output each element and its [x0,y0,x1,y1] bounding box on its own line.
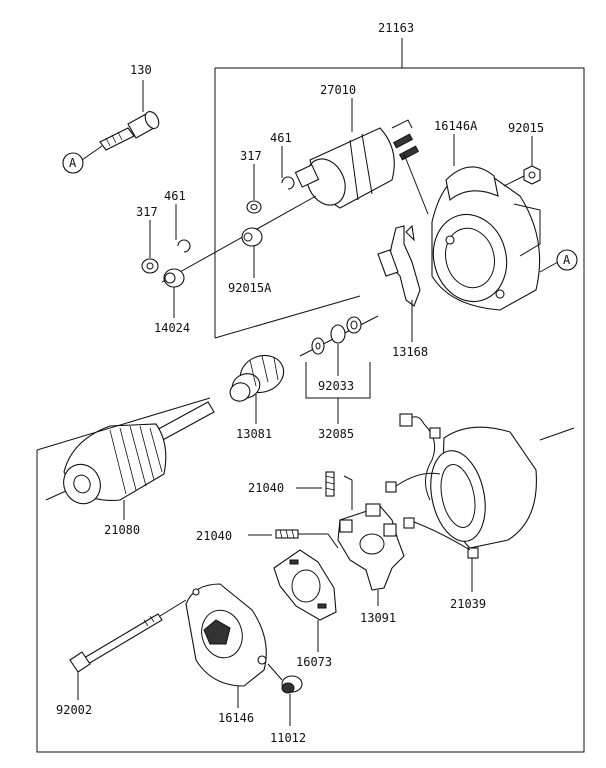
label-317-lower: 317 [136,205,158,219]
nut-92015 [523,165,541,185]
label-21080: 21080 [104,523,140,537]
pinion-gear-13081 [229,354,285,402]
label-14024: 14024 [154,321,190,335]
reference-circle-a-right: A [556,249,578,271]
label-317-upper: 317 [240,149,262,163]
label-461-upper: 461 [270,131,292,145]
yoke-21039 [385,413,575,559]
cap-14024 [163,268,185,288]
reference-mark-a-left: A [69,156,77,170]
cap-11012 [281,675,303,694]
brush-holder-13091 [337,503,405,591]
nut-317-lower [141,258,159,274]
label-92033: 92033 [318,379,354,393]
assembly-label: 21163 [378,21,414,35]
end-cover-16146 [185,583,267,687]
label-11012: 11012 [270,731,306,745]
armature-21080 [45,401,215,505]
spring-21040-lower [275,529,299,539]
label-21040-upper: 21040 [248,481,284,495]
nut-317-upper [246,200,262,214]
nut-92015A [241,227,263,247]
solenoid-27010 [294,119,420,209]
reference-mark-a-right: A [563,253,571,267]
label-92015A: 92015A [228,281,272,295]
washer-set-92033 [299,315,379,357]
label-16073: 16073 [296,655,332,669]
assembly-outline [36,38,585,753]
clip-461-lower [177,239,191,253]
lever-13168 [377,224,421,307]
label-16146: 16146 [218,711,254,725]
spring-21040-upper [325,471,335,497]
through-bolt-92002 [69,599,187,673]
plate-16073 [273,549,337,621]
label-27010: 27010 [320,83,356,97]
label-92002: 92002 [56,703,92,717]
label-461-lower: 461 [164,189,186,203]
bracket-32085 [305,362,371,424]
bolt-130 [99,111,160,151]
label-21040-lower: 21040 [196,529,232,543]
clip-461-upper [281,176,295,190]
label-13168: 13168 [392,345,428,359]
housing-16146A [431,166,541,311]
label-130: 130 [130,63,152,77]
label-92015: 92015 [508,121,544,135]
label-13081: 13081 [236,427,272,441]
label-32085: 32085 [318,427,354,441]
reference-circle-a-left: A [62,152,84,174]
label-16146A: 16146A [434,119,478,133]
label-21039: 21039 [450,597,486,611]
label-13091: 13091 [360,611,396,625]
